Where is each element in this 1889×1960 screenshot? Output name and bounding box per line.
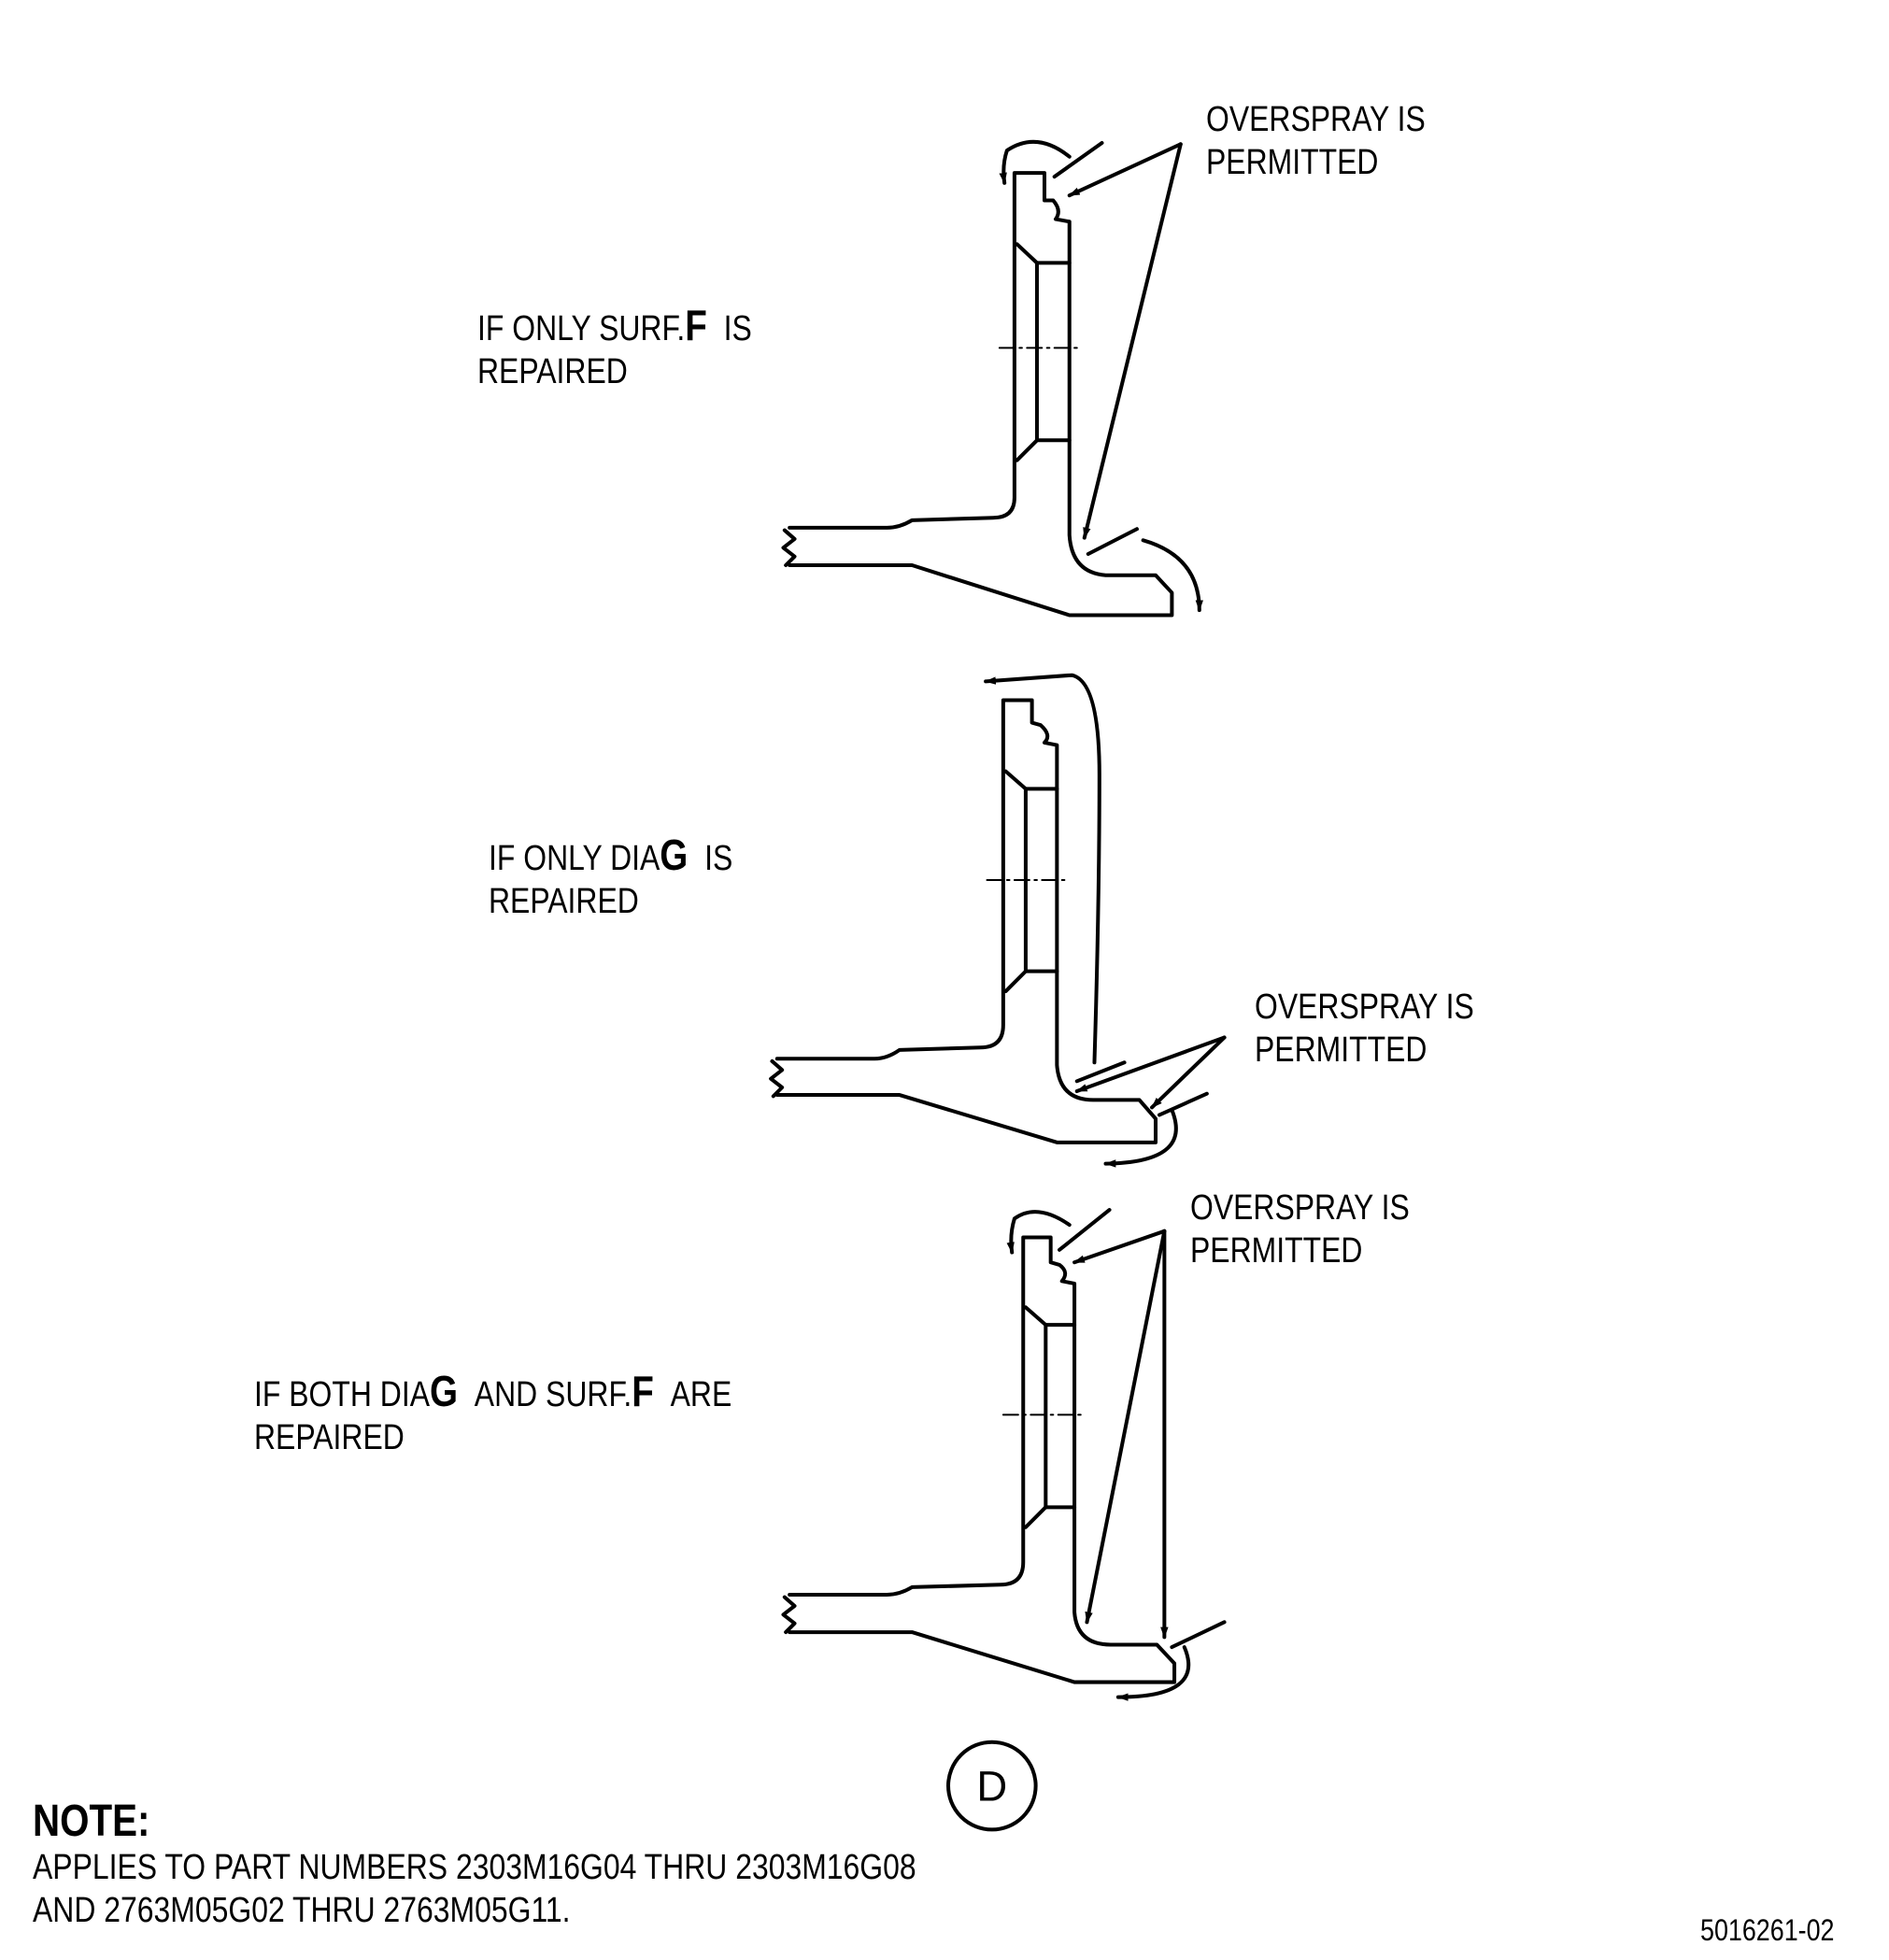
overspray-arrows-3 xyxy=(1006,1208,1227,1701)
condition-label-1-text: IF ONLY SURF. xyxy=(477,309,686,348)
overspray-label-1-line2: PERMITTED xyxy=(1206,143,1379,182)
condition-label-3-line2: REPAIRED xyxy=(254,1418,405,1457)
overspray-label-3: OVERSPRAY IS PERMITTED xyxy=(1190,1186,1410,1272)
note-heading: NOTE: xyxy=(33,1797,150,1846)
overspray-arrows-1 xyxy=(999,139,1204,613)
overspray-label-1: OVERSPRAY IS PERMITTED xyxy=(1206,98,1426,184)
overspray-arrows-2 xyxy=(984,673,1227,1168)
overspray-label-2-line1: OVERSPRAY IS xyxy=(1255,987,1474,1027)
condition-label-2-text: IF ONLY DIA xyxy=(489,839,660,878)
condition-label-3: IF BOTH DIAG AND SURF.F ARE REPAIRED xyxy=(254,1370,731,1459)
view-identifier-circle xyxy=(946,1740,1038,1832)
condition-label-1-text-b: IS xyxy=(723,309,752,348)
condition-label-1-line2: REPAIRED xyxy=(477,352,628,391)
overspray-label-1-line1: OVERSPRAY IS xyxy=(1206,100,1426,139)
condition-label-2: IF ONLY DIAG IS REPAIRED xyxy=(489,833,732,923)
drawing-number: 5016261-02 xyxy=(1700,1913,1835,1947)
condition-label-3-text-c: ARE xyxy=(670,1375,732,1414)
condition-label-1: IF ONLY SURF.F IS REPAIRED xyxy=(477,304,752,393)
note-line-2: AND 2763M05G02 THRU 2763M05G11. xyxy=(33,1891,571,1930)
note-line-1: APPLIES TO PART NUMBERS 2303M16G04 THRU … xyxy=(33,1848,916,1887)
view-identifier-letter: D xyxy=(976,1763,1007,1811)
overspray-label-2-line2: PERMITTED xyxy=(1255,1030,1427,1070)
condition-label-2-text-b: IS xyxy=(704,839,733,878)
flange-section-2 xyxy=(769,698,1158,1144)
flange-section-1 xyxy=(781,171,1174,618)
condition-label-3-text-b: AND SURF. xyxy=(474,1375,632,1414)
note-body: APPLIES TO PART NUMBERS 2303M16G04 THRU … xyxy=(33,1846,916,1932)
diameter-g-marker: G xyxy=(660,831,689,879)
surface-f-marker: F xyxy=(685,301,707,349)
surface-f-marker: F xyxy=(632,1367,654,1415)
overspray-label-2: OVERSPRAY IS PERMITTED xyxy=(1255,986,1474,1072)
overspray-label-3-line2: PERMITTED xyxy=(1190,1231,1363,1271)
condition-label-3-text: IF BOTH DIA xyxy=(254,1375,430,1414)
overspray-label-3-line1: OVERSPRAY IS xyxy=(1190,1188,1410,1228)
flange-section-3 xyxy=(781,1235,1177,1684)
condition-label-2-line2: REPAIRED xyxy=(489,882,639,921)
diameter-g-marker: G xyxy=(429,1367,459,1415)
